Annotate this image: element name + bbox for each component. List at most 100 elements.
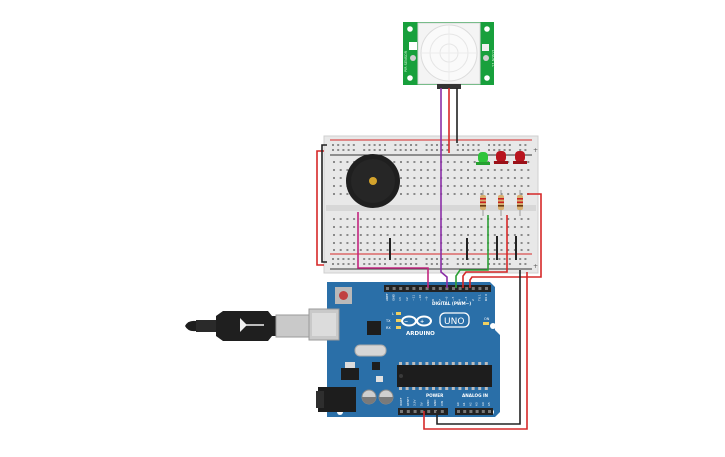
digital-pin-hole[interactable]: [425, 287, 429, 290]
reset-button-cap[interactable]: [339, 291, 348, 300]
breadboard-hole: [333, 185, 335, 187]
analog-pin-hole[interactable]: [457, 410, 460, 413]
analog-header: [455, 408, 493, 415]
digital-pin-hole[interactable]: [432, 287, 436, 290]
digital-pin-hole[interactable]: [458, 287, 462, 290]
breadboard-hole: [493, 242, 496, 244]
breadboard-hole: [453, 249, 456, 251]
wire-led-green[interactable]: [455, 215, 489, 288]
digital-pin-hole[interactable]: [419, 287, 422, 290]
digital-pin-hole[interactable]: [386, 287, 389, 290]
digital-pin-hole[interactable]: [478, 287, 482, 290]
rail-hole: [456, 263, 459, 265]
digital-pin-hole[interactable]: [405, 287, 409, 290]
power-pin-label: GND: [433, 400, 437, 406]
breadboard-hole: [480, 218, 483, 220]
digital-pin-hole[interactable]: [452, 287, 455, 290]
breadboard-hole: [473, 185, 476, 187]
rail-hole: [384, 149, 386, 151]
resistor-1[interactable]: [480, 190, 486, 216]
rail-hole: [488, 149, 490, 151]
rail-hole: [399, 263, 402, 265]
analog-pin-hole[interactable]: [481, 410, 485, 413]
breadboard-hole: [346, 242, 349, 244]
breadboard-hole: [333, 169, 335, 171]
breadboard-hole: [339, 226, 342, 228]
digital-pin-hole[interactable]: [471, 287, 475, 290]
resistor-3[interactable]: [517, 190, 523, 216]
wire-led-red-2[interactable]: [469, 193, 542, 288]
analog-pin-label: A1: [462, 402, 466, 406]
analog-pin-hole[interactable]: [488, 410, 491, 413]
rail-hole: [493, 263, 496, 265]
breadboard-hole: [386, 234, 389, 236]
led-red-1[interactable]: [494, 151, 508, 164]
digital-pin-hole[interactable]: [485, 287, 488, 290]
digital-pin-hole[interactable]: [412, 287, 416, 290]
wire-pir-out-to-pin[interactable]: [440, 268, 448, 288]
breadboard-hole: [473, 218, 476, 220]
breadboard-hole: [480, 193, 483, 195]
chip-pin: [478, 387, 482, 390]
analog-pin-hole[interactable]: [475, 410, 479, 413]
breadboard-hole: [379, 218, 382, 220]
rail-hole: [493, 258, 496, 260]
power-pin-hole[interactable]: [413, 410, 417, 413]
breadboard-hole: [433, 218, 436, 220]
breadboard-hole: [453, 161, 456, 163]
rail-hole: [373, 258, 376, 260]
rail-hole: [467, 263, 470, 265]
pir-sensor[interactable]: PIR SENSOR D-SUN 1C: [403, 22, 495, 89]
analog-pin-hole[interactable]: [469, 410, 473, 413]
power-pin-hole[interactable]: [440, 410, 444, 413]
digital-header-label: DIGITAL (PWM~): [432, 301, 471, 306]
wire-led-red-1[interactable]: [462, 215, 508, 288]
pir-component: [409, 42, 417, 50]
power-pin-hole[interactable]: [420, 410, 424, 413]
digital-pin-label: ~3: [464, 296, 468, 301]
chip-pin: [405, 387, 409, 390]
power-pin-hole[interactable]: [434, 410, 437, 413]
rail-hole: [472, 258, 475, 260]
piezo-buzzer[interactable]: [346, 154, 400, 208]
breadboard-hole: [467, 177, 469, 179]
wire-rail-red-left[interactable]: [316, 150, 324, 266]
digital-pin-hole[interactable]: [465, 287, 469, 290]
digital-pin-hole[interactable]: [445, 287, 449, 290]
led-green[interactable]: [476, 152, 490, 165]
digital-pin-hole[interactable]: [392, 287, 396, 290]
analog-header-label: ANALOG IN: [462, 393, 489, 398]
breadboard-hole: [507, 185, 510, 187]
breadboard-hole: [426, 234, 429, 236]
power-pin-hole[interactable]: [427, 410, 431, 413]
wire-buzzer[interactable]: [357, 212, 429, 288]
rail-hole: [384, 144, 386, 146]
breadboard-hole: [480, 226, 483, 228]
breadboard-hole: [426, 226, 429, 228]
rail-plus-label: +: [533, 147, 538, 154]
wire-5v[interactable]: [423, 272, 528, 430]
led-red-lens: [515, 151, 525, 162]
breadboard-hole: [507, 234, 510, 236]
wire-rail-black-left[interactable]: [321, 144, 327, 263]
digital-pin-label: TX 1: [477, 294, 481, 302]
rail-hole: [410, 263, 412, 265]
power-pin-hole[interactable]: [400, 410, 403, 413]
analog-pin-hole[interactable]: [463, 410, 467, 413]
led-red-2[interactable]: [513, 151, 527, 164]
digital-pin-hole[interactable]: [399, 287, 403, 290]
usb-cable[interactable]: [185, 311, 310, 341]
breadboard-hole: [467, 193, 469, 195]
resistor-2[interactable]: [498, 190, 504, 216]
wire-gnd[interactable]: [436, 270, 521, 425]
breadboard-hole: [473, 169, 476, 171]
power-pin-hole[interactable]: [406, 410, 410, 413]
chip-pin: [478, 362, 482, 365]
led-on: [483, 322, 489, 325]
cable-sleeve: [196, 320, 218, 332]
led-red-base: [513, 161, 527, 164]
digital-pin-hole[interactable]: [438, 287, 442, 290]
rail-hole: [332, 258, 334, 260]
breadboard-hole: [413, 249, 416, 251]
